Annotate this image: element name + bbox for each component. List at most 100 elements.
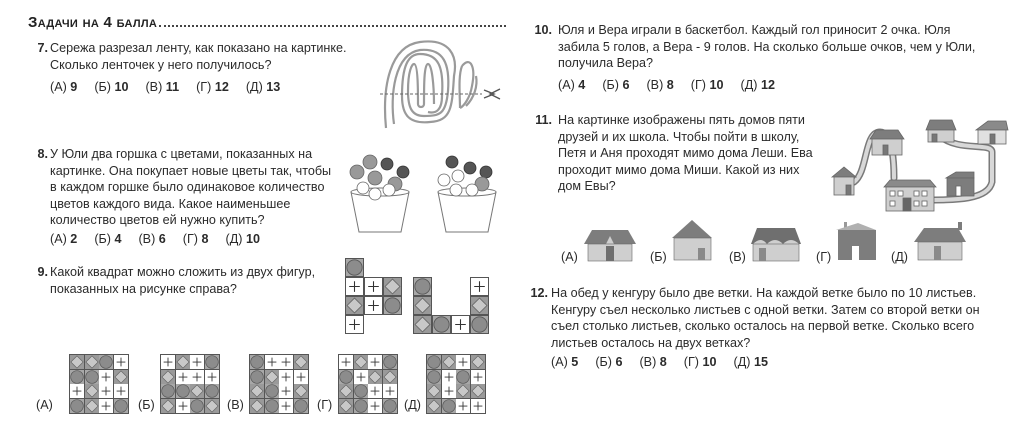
- option-label[interactable]: (В): [227, 398, 244, 412]
- answer-option[interactable]: (Б) 6: [595, 355, 623, 369]
- circle-icon: [414, 278, 431, 295]
- answer-option[interactable]: (В) 11: [145, 80, 180, 94]
- plus-icon: [368, 355, 382, 369]
- grid-tile: [190, 369, 204, 384]
- grid-tile: [113, 398, 128, 413]
- piece-tile: [470, 277, 489, 296]
- grid-tile: [204, 398, 219, 413]
- option-label[interactable]: (Б): [650, 250, 667, 264]
- answer-option[interactable]: (Г) 10: [683, 355, 717, 369]
- circle-icon: [70, 369, 84, 384]
- option-label[interactable]: (А): [36, 398, 53, 412]
- answer-option[interactable]: (В) 8: [646, 78, 674, 92]
- house-v-icon[interactable]: [751, 222, 801, 262]
- answer-option[interactable]: (Б) 10: [94, 80, 129, 94]
- answer-option[interactable]: (Б) 6: [602, 78, 630, 92]
- answer-option[interactable]: (В) 6: [138, 232, 166, 246]
- square-option[interactable]: [160, 354, 220, 414]
- text-line: показанных на рисунке справа?: [50, 281, 237, 296]
- text-line: листьев осталось на двух ветках?: [551, 335, 751, 350]
- grid-tile: [99, 369, 113, 384]
- diamond-icon: [470, 355, 485, 369]
- grid-tile: [456, 384, 470, 398]
- answer-option[interactable]: (Б) 4: [94, 232, 122, 246]
- diamond-icon: [84, 398, 99, 413]
- answer-option[interactable]: (А) 2: [50, 232, 78, 246]
- answer-option[interactable]: (А) 5: [551, 355, 579, 369]
- answer-option[interactable]: (Д) 13: [245, 80, 281, 94]
- diamond-icon: [414, 297, 431, 314]
- diamond-icon: [70, 355, 84, 369]
- square-option[interactable]: [249, 354, 309, 414]
- text-line: проходит мимо дома Миши. Какой из них: [558, 162, 800, 177]
- grid-tile: [99, 398, 113, 413]
- text-line: Сережа разрезал ленту, как показано на к…: [50, 41, 347, 55]
- question-number: 10.: [534, 23, 552, 37]
- circle-icon: [427, 369, 441, 384]
- house-a-icon[interactable]: [584, 222, 636, 262]
- house-g-icon[interactable]: [836, 220, 878, 262]
- answer-option[interactable]: (Г) 12: [196, 80, 229, 94]
- house-d-icon[interactable]: [914, 220, 968, 262]
- grid-tile: [353, 398, 368, 413]
- answer-option[interactable]: (Д) 12: [740, 78, 775, 92]
- answer-options: (А) 2 (Б) 4 (В) 6 (Г) 8 (Д) 10: [50, 231, 277, 248]
- plus-icon: [452, 316, 469, 333]
- circle-icon: [204, 384, 219, 398]
- grid-tile: [113, 369, 128, 384]
- grid-tile: [113, 355, 128, 369]
- answer-option[interactable]: (Г) 10: [690, 78, 724, 92]
- grid-tile: [175, 398, 190, 413]
- text-line: получила Вера?: [558, 56, 654, 70]
- plus-icon: [190, 355, 204, 369]
- diamond-icon: [113, 369, 128, 384]
- plus-icon: [471, 278, 488, 295]
- answer-option[interactable]: (Д) 15: [733, 355, 768, 369]
- answer-option[interactable]: (Г) 8: [182, 232, 209, 246]
- circle-icon: [382, 355, 397, 369]
- diamond-icon: [427, 398, 441, 413]
- grid-tile: [264, 384, 279, 398]
- grid-tile: [161, 398, 175, 413]
- square-option[interactable]: [69, 354, 129, 414]
- grid-tile: [339, 384, 353, 398]
- diamond-icon: [346, 297, 363, 314]
- grid-tile: [293, 355, 308, 369]
- answer-option[interactable]: (А) 9: [50, 80, 78, 94]
- plus-icon: [339, 355, 353, 369]
- option-label[interactable]: (В): [729, 250, 746, 264]
- option-label[interactable]: (Г): [317, 398, 333, 412]
- plus-icon: [279, 398, 293, 413]
- answer-option[interactable]: (Д) 10: [225, 232, 260, 246]
- grid-tile: [427, 369, 441, 384]
- circle-icon: [190, 398, 204, 413]
- piece-tile: [383, 296, 402, 315]
- square-option[interactable]: [426, 354, 486, 414]
- plus-icon: [279, 369, 293, 384]
- grid-tile: [113, 384, 128, 398]
- square-option[interactable]: [338, 354, 398, 414]
- grid-tile: [293, 369, 308, 384]
- option-label[interactable]: (Г): [816, 250, 832, 264]
- option-label[interactable]: (А): [561, 250, 578, 264]
- grid-tile: [279, 355, 293, 369]
- answer-option[interactable]: (В) 8: [639, 355, 667, 369]
- plus-icon: [365, 278, 382, 295]
- plus-icon: [204, 369, 219, 384]
- plus-icon: [353, 369, 368, 384]
- grid-tile: [190, 384, 204, 398]
- house-b-icon[interactable]: [672, 218, 714, 262]
- option-label[interactable]: (Д): [404, 398, 421, 412]
- option-label[interactable]: (Д): [891, 250, 908, 264]
- plus-icon: [346, 316, 363, 333]
- text-line: забила 5 голов, а Вера - 9 голов. На ско…: [558, 39, 976, 54]
- answer-option[interactable]: (А) 4: [558, 78, 586, 92]
- plus-icon: [99, 384, 113, 398]
- circle-icon: [456, 369, 470, 384]
- circle-icon: [175, 384, 190, 398]
- option-label[interactable]: (Б): [138, 398, 155, 412]
- plus-icon: [264, 355, 279, 369]
- grid-tile: [204, 369, 219, 384]
- question-number: 12.: [530, 286, 548, 300]
- question-text: Какой квадрат можно сложить из двух фигу…: [50, 264, 315, 297]
